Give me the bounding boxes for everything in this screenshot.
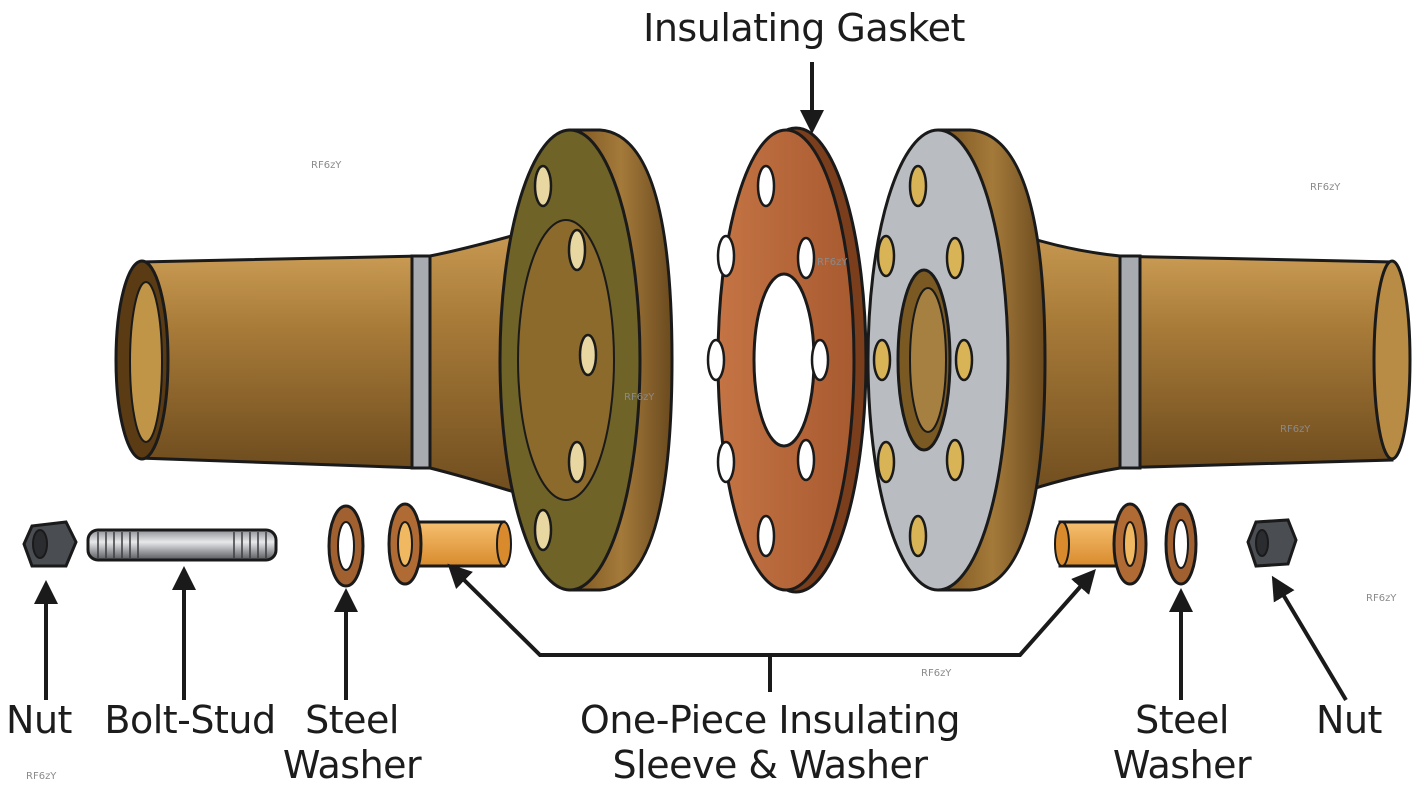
watermark: RF6zY [311,160,342,171]
steel-washer-left-label: Steel Washer [282,698,422,787]
gasket [706,126,868,594]
bolt-stud-icon [86,528,278,562]
nut-icon [1246,518,1298,568]
watermark: RF6zY [1310,182,1341,193]
insulating-sleeve-icon [387,502,512,586]
watermark: RF6zY [921,668,952,679]
steel-washer-right-label: Steel Washer [1112,698,1252,787]
watermark: RF6zY [1366,593,1397,604]
nut-left-label: Nut [6,698,72,742]
flange-right [866,128,1412,592]
watermark: RF6zY [26,771,57,782]
flange-left [114,128,674,592]
nut-right-label: Nut [1316,698,1382,742]
watermark: RF6zY [624,392,655,403]
sleeve-washer-label: One-Piece Insulating Sleeve & Washer [579,698,961,787]
watermark: RF6zY [817,257,848,268]
arrow-icon [34,62,1348,702]
steel-washer-icon [1164,502,1198,586]
steel-washer-icon [327,504,365,588]
watermark: RF6zY [1280,424,1311,435]
bolt-stud-label: Bolt-Stud [104,698,276,742]
nut-icon [22,520,78,568]
insulating-sleeve-icon [1054,502,1148,586]
insulating-gasket-label: Insulating Gasket [643,6,965,50]
